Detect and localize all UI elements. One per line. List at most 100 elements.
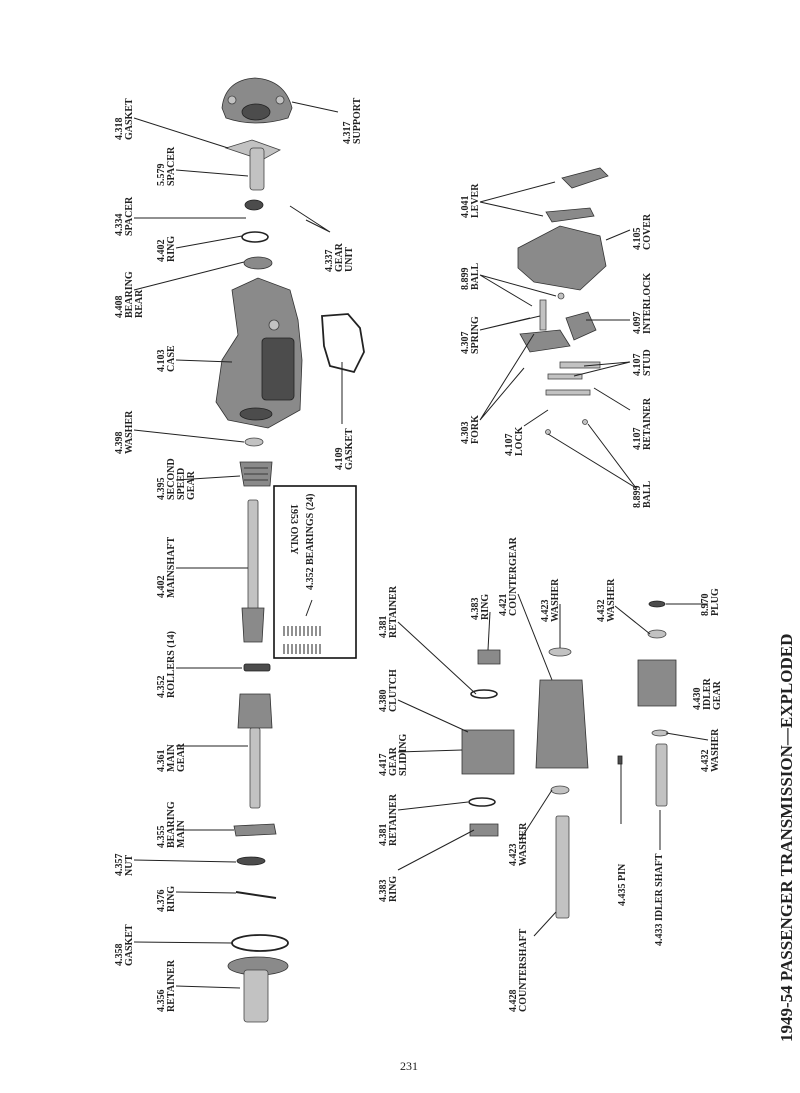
part-label-line: 4.383 [378, 880, 389, 903]
part-label-line: 4.435 PIN [617, 863, 628, 906]
inset-label: 4.352 BEARINGS (24) [305, 494, 316, 590]
part-label-line: 4.421 [498, 594, 509, 617]
part-label-line: 4.334 [114, 214, 125, 237]
part-label-line: SLIDING [398, 734, 409, 776]
sliding-gear-part [461, 729, 515, 775]
part-label-line: SUPPORT [352, 97, 363, 144]
spacer-part [244, 199, 264, 211]
page-title: 1949-54 PASSENGER TRANSMISSION—EXPLODED [777, 634, 796, 1042]
part-label-line: GASKET [124, 924, 135, 966]
rear-ring-part [241, 231, 269, 243]
counter-washer-part-2 [550, 785, 570, 795]
part-label-line: 4.357 [114, 854, 125, 877]
part-label-line: LOCK [514, 426, 525, 456]
part-label-line: 4.430 [692, 688, 703, 711]
counter-washer-part [548, 647, 572, 657]
part-label-line: 4.109 [334, 448, 345, 471]
snap-ring-part [235, 891, 277, 899]
part-label-line: 4.337 [324, 250, 335, 273]
part-label-line: 4.105 [632, 228, 643, 251]
part-label-line: GASKET [124, 98, 135, 140]
part-label-line: PLUG [710, 588, 721, 616]
retainer-part [227, 956, 289, 1023]
part-label-line: RING [388, 876, 399, 902]
part-label-line: 4.398 [114, 432, 125, 455]
retainer-ring-part [477, 649, 501, 665]
part-label-line: COUNTERSHAFT [518, 928, 529, 1012]
fork-part [519, 329, 571, 353]
part-label-line: ROLLERS (14) [166, 631, 177, 698]
part-label-line: REAR [134, 289, 145, 318]
main-bearing-part [233, 823, 277, 837]
idler-shaft-part [655, 743, 668, 807]
part-label-line: RETAINER [388, 793, 399, 846]
part-label-line: 4.352 [156, 676, 167, 699]
spring-part [539, 299, 547, 331]
part-label-line: COVER [642, 213, 653, 250]
part-label-line: NUT [124, 855, 135, 876]
part-label-line: WASHER [606, 578, 617, 622]
part-label-line: RETAINER [388, 585, 399, 638]
ring-part-2 [469, 823, 499, 837]
part-label-line: 4.402 [156, 576, 167, 599]
inset-1953: 1953 ONLY 4.352 BEARINGS (24) [273, 485, 357, 659]
idler-washer-part [647, 629, 667, 639]
part-label-line: CASE [166, 345, 177, 372]
part-label-line: SPEED [176, 468, 187, 500]
countershaft-part [555, 815, 570, 919]
part-label-line: 4.381 [378, 616, 389, 639]
interlock-part [565, 311, 597, 341]
part-label-line: UNIT [344, 247, 355, 272]
part-label-line: GEAR [176, 742, 187, 772]
part-label-line: RING [166, 236, 177, 262]
part-label-line: 4.432 [596, 600, 607, 623]
part-label-line: 4.317 [342, 122, 353, 145]
countergear-part [535, 679, 589, 769]
part-label-line: GEAR [334, 242, 345, 272]
part-label-line: GEAR [186, 470, 197, 500]
part-label-line: 4.381 [378, 824, 389, 847]
part-label-4433: 4.433 IDLER SHAFT [654, 853, 665, 946]
part-label-line: 4.358 [114, 944, 125, 967]
part-label-line: 8.899 [460, 268, 471, 291]
washer-part [244, 437, 264, 447]
part-label-line: 4.380 [378, 690, 389, 713]
part-label-line: GEAR [388, 746, 399, 776]
part-label-line: COUNTERGEAR [508, 536, 519, 616]
part-label-line: 4.318 [114, 118, 125, 141]
part-label-line: 4.356 [156, 990, 167, 1013]
part-label-line: GASKET [344, 428, 355, 470]
lever-lower-part [545, 207, 595, 223]
part-label-line: 4.097 [632, 312, 643, 335]
part-label-line: BEARING [124, 271, 135, 318]
part-label-line: BALL [470, 262, 481, 290]
part-label-line: 4.423 [508, 844, 519, 867]
pin-part [617, 755, 623, 765]
